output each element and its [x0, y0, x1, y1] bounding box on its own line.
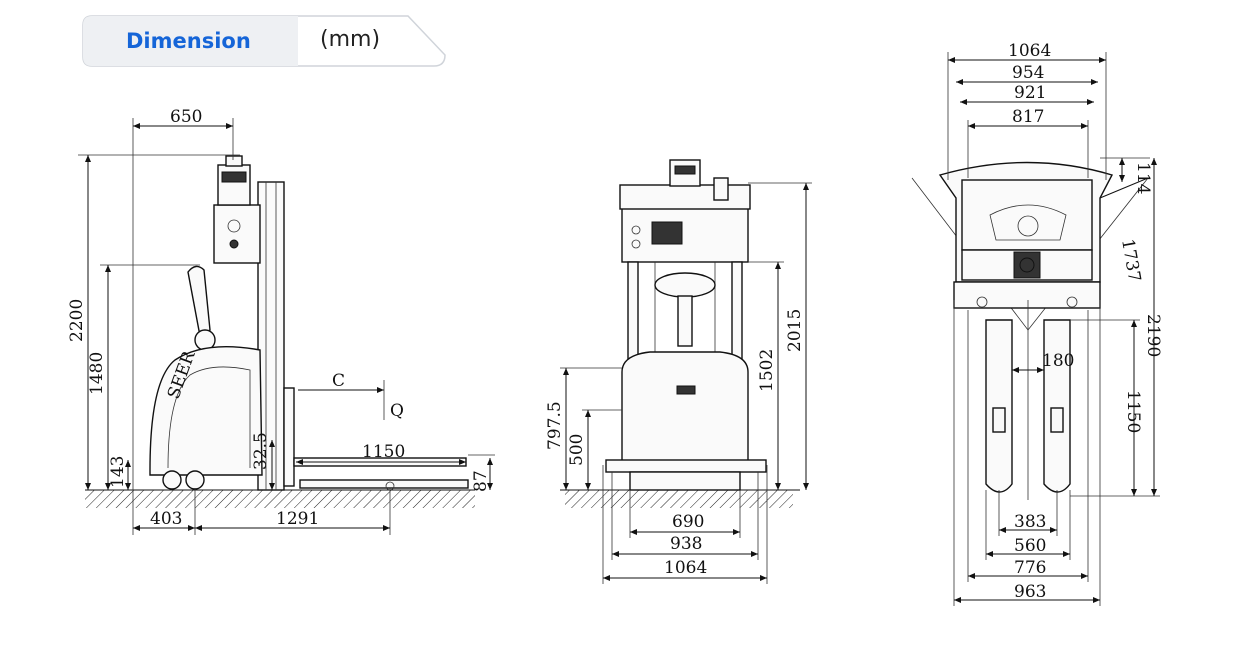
front-dim-500: 500: [567, 434, 587, 466]
side-label-c: C: [332, 371, 345, 391]
front-dim-1502: 1502: [757, 349, 777, 392]
top-dim-2190: 2190: [1143, 314, 1163, 357]
top-dim-776: 776: [1014, 558, 1046, 578]
top-dim-954: 954: [1012, 63, 1044, 83]
front-dim-2015: 2015: [785, 309, 805, 352]
side-dim-650: 650: [170, 107, 202, 127]
side-ground-hatch: [85, 490, 475, 508]
side-dim-1480: 1480: [87, 352, 107, 395]
front-tiller-handle: [654, 272, 716, 298]
front-dim-1064: 1064: [664, 558, 707, 578]
side-mast: [257, 181, 285, 491]
side-top-lamp: [217, 164, 251, 206]
front-view: 2015 1502 797.5 500 690 938 1064: [545, 159, 812, 584]
top-dim-963: 963: [1014, 582, 1046, 602]
front-dim-690: 690: [672, 512, 704, 532]
tab-title: Dimension: [126, 29, 251, 53]
top-fork-base: [953, 281, 1101, 309]
side-dim-1150: 1150: [362, 442, 405, 462]
top-fork-left: [985, 319, 1013, 493]
side-wheel-front: [185, 470, 205, 490]
top-dim-180: 180: [1042, 351, 1074, 371]
top-dim-1064: 1064: [1008, 41, 1051, 61]
tab-unit: (mm): [320, 27, 381, 52]
top-fork-right: [1043, 319, 1071, 493]
front-control-panel: [621, 207, 749, 263]
front-chassis: [621, 351, 749, 471]
side-dim-32-5: 32.5: [251, 432, 271, 470]
front-dim-797-5: 797.5: [545, 401, 565, 450]
side-control-box: [213, 204, 261, 264]
side-body: [149, 346, 263, 476]
side-tiller: [187, 265, 211, 338]
front-ground-hatch: [565, 490, 793, 508]
top-dim-921: 921: [1014, 83, 1046, 103]
side-dim-403: 403: [150, 509, 182, 529]
top-dim-817: 817: [1012, 107, 1044, 127]
top-dim-560: 560: [1014, 536, 1046, 556]
side-dim-1291: 1291: [276, 509, 319, 529]
side-view: SEER 650 2200 1480 C Q 32.5 1150 143 87: [67, 107, 495, 535]
side-dim-143: 143: [108, 456, 128, 488]
dimension-tab-header: Dimension (mm): [82, 15, 446, 67]
front-dim-938: 938: [670, 534, 702, 554]
side-dim-2200: 2200: [67, 299, 87, 342]
top-dim-114: 114: [1133, 162, 1153, 194]
tab-shape: [82, 15, 446, 67]
top-view: 1064 954 921 817 114 1737 2190 1150 180 …: [911, 41, 1163, 606]
top-dim-1150: 1150: [1123, 390, 1143, 433]
side-wheel-rear: [162, 470, 182, 490]
side-dim-87: 87: [471, 470, 491, 492]
top-dim-1737: 1737: [1117, 237, 1144, 283]
top-dim-383: 383: [1014, 512, 1046, 532]
side-label-q: Q: [390, 401, 404, 421]
